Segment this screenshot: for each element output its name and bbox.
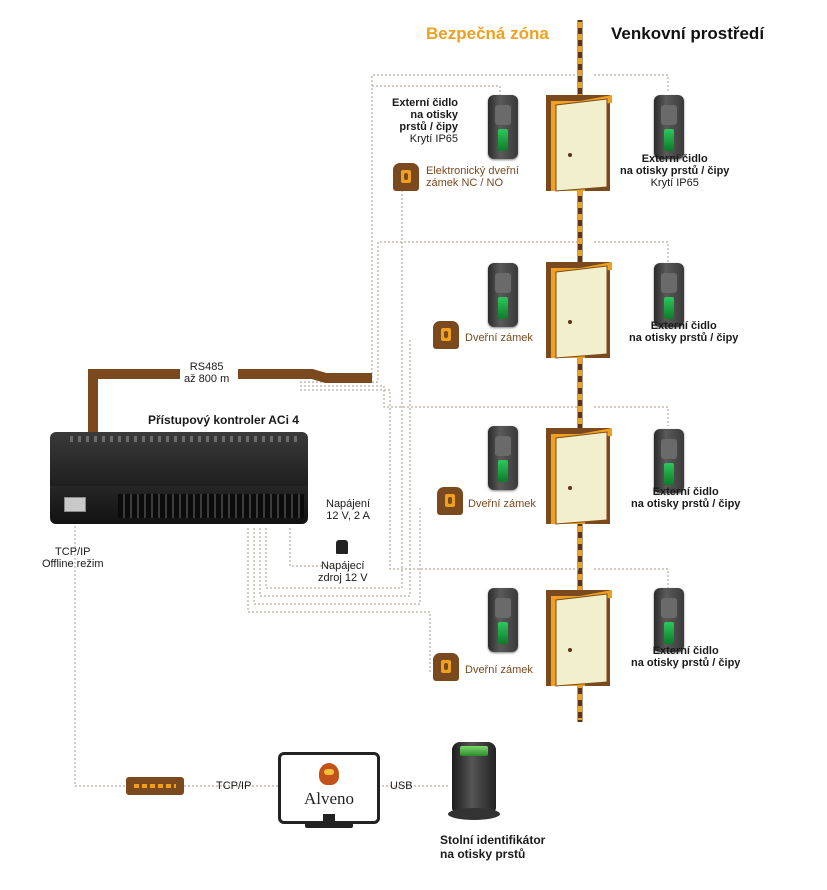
door-lock-icon (437, 487, 463, 515)
ethernet-port-icon (64, 497, 86, 512)
door-lock-icon (393, 163, 419, 191)
monitor-stand (305, 822, 353, 828)
fingerprint-reader-icon (488, 588, 518, 652)
controller-icon (50, 432, 310, 524)
power-adapter-icon (336, 540, 348, 554)
fingerprint-reader-icon (488, 263, 518, 327)
door-icon (546, 95, 612, 192)
door-icon (546, 428, 612, 525)
door-lock-icon (433, 653, 459, 681)
door-lock-label: Dveřní zámek (465, 664, 533, 676)
outside-zone-title: Venkovní prostředí (611, 24, 765, 43)
alveno-logo: Alveno (303, 789, 355, 808)
secure-zone-title: Bezpečná zóna (426, 24, 549, 43)
monitor-icon: Alveno (278, 752, 380, 824)
door-icon (546, 590, 612, 687)
fingerprint-reader-icon (488, 95, 518, 159)
door-lock-label: Dveřní zámek (468, 498, 536, 510)
mascot-logo-icon (319, 763, 339, 785)
usb-label: USB (390, 780, 413, 792)
network-switch-icon (126, 777, 184, 795)
fingerprint-reader-icon (654, 95, 684, 159)
door-icon (546, 262, 612, 359)
fingerprint-reader-icon (654, 429, 684, 493)
fingerprint-reader-icon (488, 426, 518, 490)
fingerprint-reader-icon (654, 588, 684, 652)
door-lock-label: Dveřní zámek (465, 332, 533, 344)
door-lock-icon (433, 321, 459, 349)
fingerprint-reader-icon (654, 263, 684, 327)
desk-reader-icon (448, 742, 500, 820)
pc-tcpip-label: TCP/IP (216, 780, 252, 792)
monitor-neck (323, 814, 335, 823)
controller-title: Přístupový kontroler ACi 4 (148, 413, 299, 427)
